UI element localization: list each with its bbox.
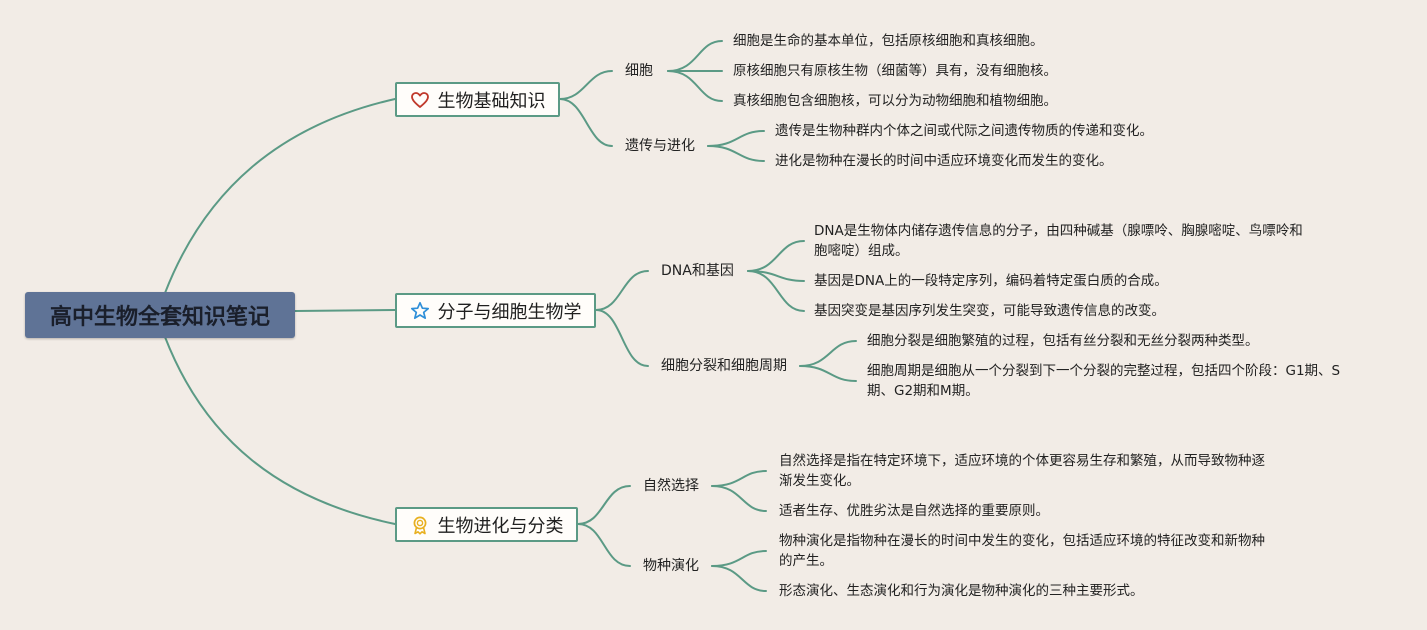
- connector-root-branch-1: [164, 98, 396, 294]
- star-icon: [410, 301, 430, 321]
- root-topic[interactable]: 高中生物全套知识笔记: [25, 292, 295, 338]
- connector-sub-1-2-leaf: [707, 145, 765, 162]
- leaf-note[interactable]: 形态演化、生态演化和行为演化是物种演化的三种主要形式。: [779, 583, 1144, 599]
- subtopic-species-evolution[interactable]: 物种演化: [643, 558, 699, 574]
- connector-sub-3-2-leaf: [711, 550, 767, 567]
- branch-topic-molecular-cell-biology[interactable]: 分子与细胞生物学: [395, 293, 596, 328]
- leaf-note[interactable]: 基因突变是基因序列发生突变，可能导致遗传信息的改变。: [814, 303, 1165, 319]
- heart-icon: [410, 90, 430, 110]
- connector-root-branch-3: [164, 336, 396, 525]
- branch-title: 分子与细胞生物学: [437, 301, 582, 323]
- leaf-note[interactable]: DNA是生物体内储存遗传信息的分子，由四种碱基（腺嘌呤、胸腺嘧啶、鸟嘌呤和胞嘧啶…: [814, 223, 1303, 259]
- branch-topic-biology-basics[interactable]: 生物基础知识: [395, 82, 560, 117]
- leaf-note[interactable]: 细胞是生命的基本单位，包括原核细胞和真核细胞。: [733, 33, 1044, 49]
- connector-sub-1-2-leaf: [707, 130, 765, 147]
- branch-topic-evolution-classification[interactable]: 生物进化与分类: [395, 507, 578, 542]
- connector-sub-1-1-leaf: [667, 70, 723, 102]
- award-ribbon-icon: [410, 515, 430, 535]
- connector-branch-3-sub-1: [577, 485, 631, 525]
- subtopic-heredity-evolution[interactable]: 遗传与进化: [625, 138, 695, 154]
- leaf-note[interactable]: 真核细胞包含细胞核，可以分为动物细胞和植物细胞。: [733, 93, 1057, 109]
- subtopic-dna-genes[interactable]: DNA和基因: [661, 263, 734, 279]
- connector-sub-3-1-leaf: [711, 470, 767, 487]
- leaf-note[interactable]: 细胞周期是细胞从一个分裂到下一个分裂的完整过程，包括四个阶段：G1期、S期、G2…: [867, 363, 1341, 399]
- connector-branch-1-sub-1: [559, 70, 613, 100]
- connector-sub-3-1-leaf: [711, 485, 767, 512]
- leaf-note[interactable]: 细胞分裂是细胞繁殖的过程，包括有丝分裂和无丝分裂两种类型。: [867, 333, 1259, 349]
- leaf-note[interactable]: 适者生存、优胜劣汰是自然选择的重要原则。: [779, 503, 1049, 519]
- leaf-note[interactable]: 基因是DNA上的一段特定序列，编码着特定蛋白质的合成。: [814, 273, 1168, 289]
- connector-root-branch-2: [294, 309, 396, 312]
- connector-branch-2-sub-2: [595, 309, 649, 367]
- connector-sub-2-1-leaf: [747, 270, 805, 312]
- branch-title: 生物进化与分类: [437, 515, 564, 537]
- leaf-note[interactable]: 进化是物种在漫长的时间中适应环境变化而发生的变化。: [775, 153, 1113, 169]
- leaf-note[interactable]: 遗传是生物种群内个体之间或代际之间遗传物质的传递和变化。: [775, 123, 1153, 139]
- subtopic-natural-selection[interactable]: 自然选择: [643, 478, 699, 494]
- connector-sub-3-2-leaf: [711, 565, 767, 592]
- connector-branch-3-sub-2: [577, 523, 631, 567]
- connector-branch-1-sub-2: [559, 98, 613, 147]
- subtopic-cell-division-cycle[interactable]: 细胞分裂和细胞周期: [661, 358, 787, 374]
- leaf-note[interactable]: 物种演化是指物种在漫长的时间中发生的变化，包括适应环境的特征改变和新物种的产生。: [779, 533, 1265, 569]
- root-title: 高中生物全套知识笔记: [49, 305, 270, 330]
- leaf-note[interactable]: 自然选择是指在特定环境下，适应环境的个体更容易生存和繁殖，从而导致物种逐渐发生变…: [779, 453, 1265, 489]
- connector-sub-1-1-leaf: [667, 40, 723, 72]
- connector-sub-2-2-leaf: [799, 365, 857, 382]
- connector-sub-2-2-leaf: [799, 340, 857, 367]
- subtopic-cell[interactable]: 细胞: [625, 63, 653, 79]
- leaf-note[interactable]: 原核细胞只有原核生物（细菌等）具有，没有细胞核。: [733, 63, 1057, 79]
- connector-sub-2-1-leaf: [747, 240, 805, 272]
- connector-branch-2-sub-1: [595, 270, 649, 311]
- branch-title: 生物基础知识: [437, 90, 546, 112]
